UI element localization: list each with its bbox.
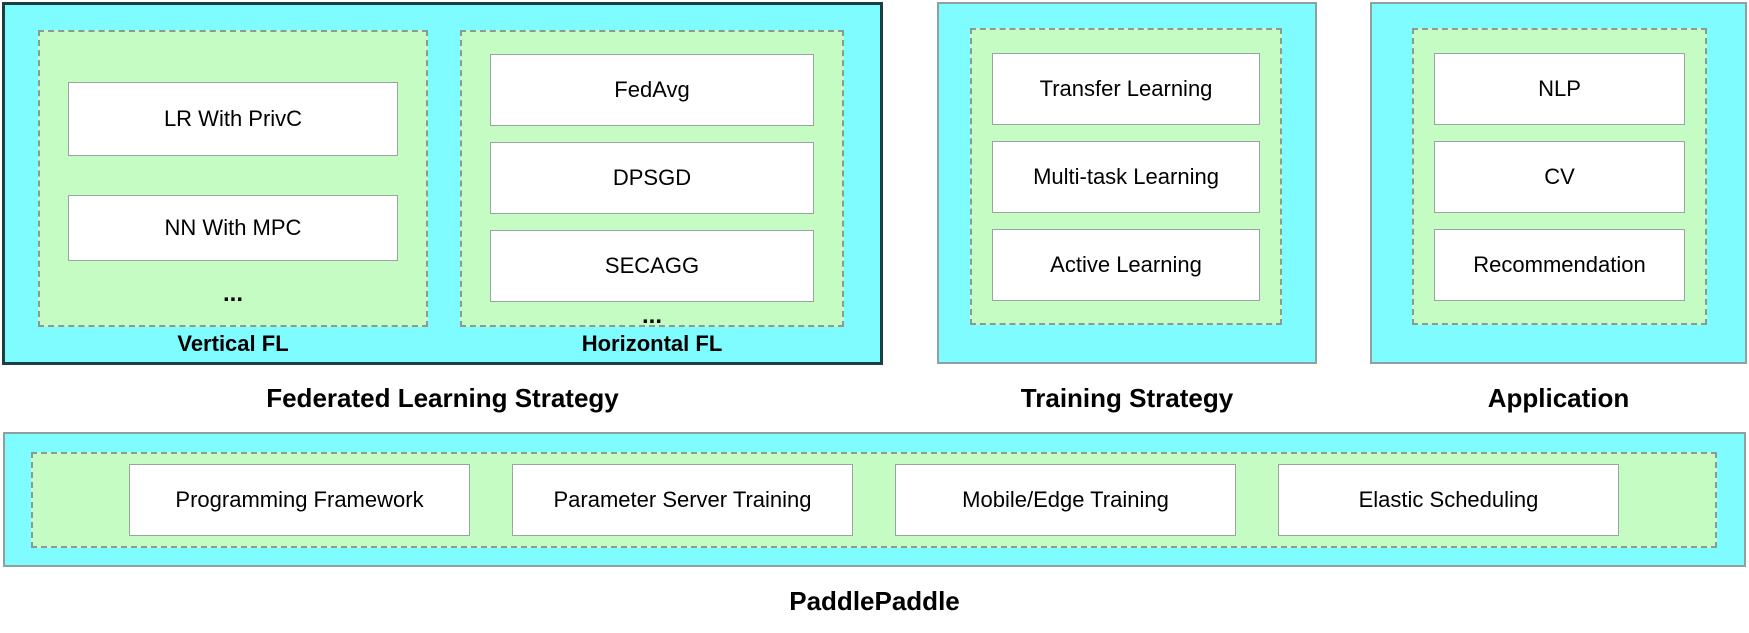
panel-training-strategy: Transfer Learning Multi-task Learning Ac… (937, 2, 1317, 364)
block-transfer-learning: Transfer Learning (992, 53, 1260, 125)
group-application: NLP CV Recommendation (1412, 28, 1707, 325)
panel-paddlepaddle: Programming Framework Parameter Server T… (3, 432, 1746, 567)
block-mobile-edge-training: Mobile/Edge Training (895, 464, 1236, 536)
block-label: FedAvg (614, 77, 690, 102)
block-label: Programming Framework (175, 487, 424, 512)
block-lr-with-privc: LR With PrivC (68, 82, 398, 156)
block-label: NN With MPC (164, 215, 302, 240)
caption-application: Application (1487, 383, 1630, 413)
group-horizontal-fl: FedAvg DPSGD SECAGG ... (460, 30, 844, 329)
block-label: Elastic Scheduling (1358, 487, 1539, 512)
group-label-vertical-fl: Vertical FL (177, 331, 289, 356)
block-label: Active Learning (1050, 252, 1202, 277)
block-label: SECAGG (604, 253, 700, 278)
block-label: NLP (1538, 76, 1581, 101)
block-label: Mobile/Edge Training (962, 487, 1169, 512)
panel-application: NLP CV Recommendation (1370, 2, 1747, 364)
block-programming-framework: Programming Framework (129, 464, 470, 536)
ellipsis-vertical-fl: ... (222, 280, 243, 307)
block-label: CV (1544, 164, 1575, 189)
block-nlp: NLP (1434, 53, 1685, 125)
caption-training-strategy: Training Strategy (1020, 383, 1234, 413)
block-recommendation: Recommendation (1434, 229, 1685, 301)
block-label: Transfer Learning (1039, 76, 1213, 101)
block-nn-with-mpc: NN With MPC (68, 195, 398, 261)
group-vertical-fl: LR With PrivC NN With MPC ... (38, 30, 428, 327)
ellipsis-horizontal-fl: ... (641, 302, 662, 329)
block-label: Multi-task Learning (1033, 164, 1219, 189)
block-active-learning: Active Learning (992, 229, 1260, 301)
block-elastic-scheduling: Elastic Scheduling (1278, 464, 1619, 536)
block-secagg: SECAGG (490, 230, 814, 302)
block-label: Recommendation (1473, 252, 1646, 277)
block-fedavg: FedAvg (490, 54, 814, 126)
block-cv: CV (1434, 141, 1685, 213)
group-label-horizontal-fl: Horizontal FL (581, 331, 723, 356)
group-training-strategy: Transfer Learning Multi-task Learning Ac… (970, 28, 1282, 325)
caption-paddlepaddle: PaddlePaddle (789, 586, 960, 616)
caption-federated-learning-strategy: Federated Learning Strategy (266, 383, 619, 413)
block-multi-task-learning: Multi-task Learning (992, 141, 1260, 213)
block-label: DPSGD (612, 165, 692, 190)
group-paddlepaddle: Programming Framework Parameter Server T… (31, 452, 1717, 548)
block-label: LR With PrivC (163, 106, 303, 131)
block-parameter-server-training: Parameter Server Training (512, 464, 853, 536)
panel-federated-learning-strategy: LR With PrivC NN With MPC ... FedAvg DPS… (2, 2, 883, 365)
block-label: Parameter Server Training (553, 487, 812, 512)
block-dpsgd: DPSGD (490, 142, 814, 214)
